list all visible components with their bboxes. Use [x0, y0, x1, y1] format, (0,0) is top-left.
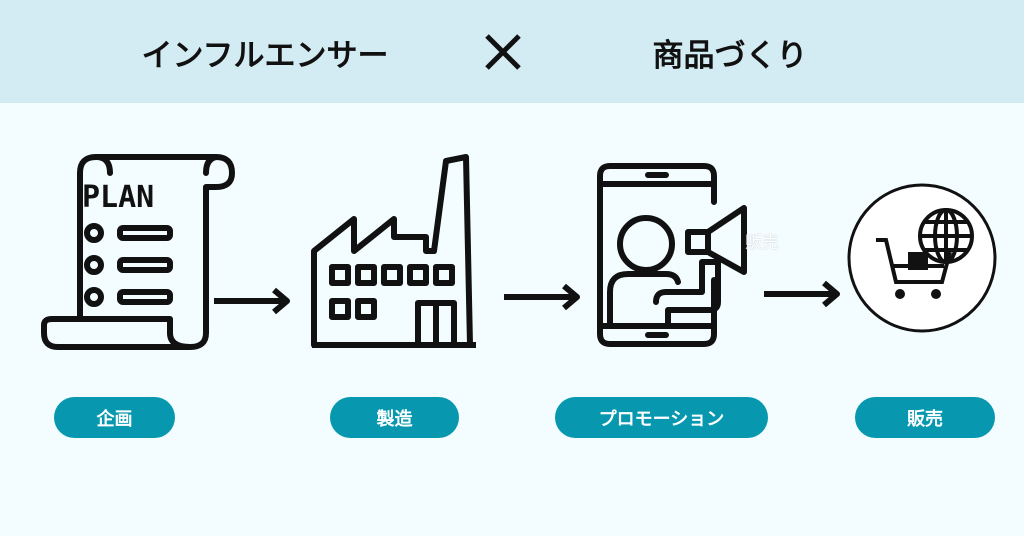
shopping-cart-globe-icon [847, 183, 997, 333]
arrow-right-icon [214, 287, 290, 315]
step-label-manufacturing: 製造 [330, 397, 459, 438]
arrow-right-icon [504, 283, 580, 311]
header-band [0, 0, 1024, 103]
plan-scroll-icon: PLAN [41, 154, 235, 350]
header-title-product: 商品づくり [652, 38, 808, 74]
step-label-sales: 販売 [855, 397, 995, 438]
header-title-influencer: インフルエンサー [141, 38, 389, 74]
cross-icon [485, 34, 521, 70]
step-label-promotion: プロモーション [555, 397, 768, 438]
plan-text: PLAN [82, 180, 154, 215]
smartphone-megaphone-icon [597, 163, 747, 347]
ghost-label: 販売 [745, 233, 779, 253]
arrow-right-icon [764, 280, 840, 308]
factory-icon [311, 154, 476, 348]
step-label-planning: 企画 [54, 397, 175, 438]
